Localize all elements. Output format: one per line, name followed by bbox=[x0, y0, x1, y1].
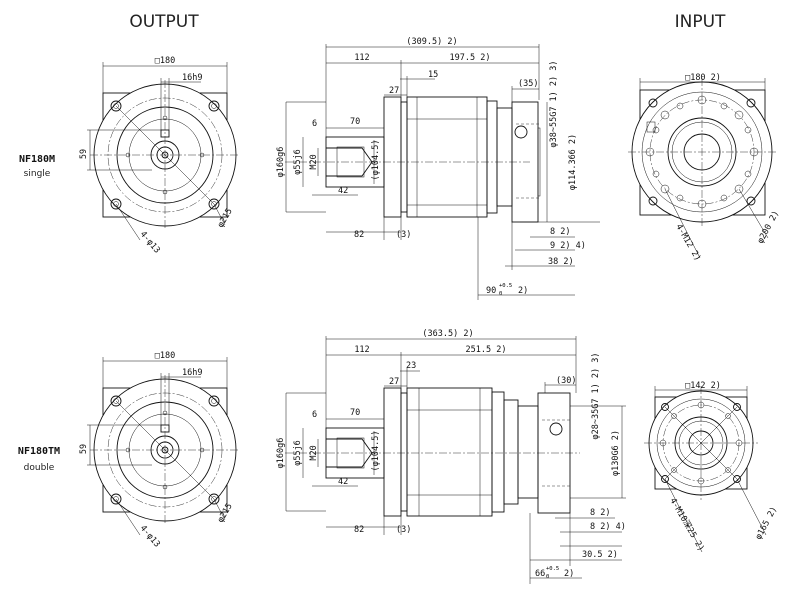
input-square-top: □180 2) bbox=[685, 73, 721, 83]
phi160-bottom: φ160g6 bbox=[276, 438, 286, 469]
phi114-top: φ114.366 2) bbox=[568, 134, 578, 190]
height-dim-top: 59 bbox=[79, 149, 89, 159]
dim-66-tol-bottom: +0.5 bbox=[546, 566, 559, 572]
phi1045-top: (φ104.5) bbox=[371, 140, 381, 181]
output-flange-view-top bbox=[87, 62, 240, 241]
phi160-top: φ160g6 bbox=[276, 147, 286, 178]
model-label-bottom: NF180TM bbox=[18, 446, 60, 457]
dim-27-bottom: 27 bbox=[389, 377, 399, 387]
dim-90-tol-top: +0.5 bbox=[499, 283, 512, 289]
dim-70-bottom: 70 bbox=[350, 408, 360, 418]
dim-23-bottom: 23 bbox=[406, 361, 416, 371]
input-pcd-bottom: φ165 2) bbox=[754, 505, 780, 541]
dim-42-top: 42 bbox=[338, 186, 348, 196]
dim-38-top: 38 2) bbox=[548, 257, 574, 267]
dim-66-bottom: 66 bbox=[535, 569, 545, 579]
height-dim-bottom: 59 bbox=[79, 444, 89, 454]
input-header: INPUT bbox=[675, 12, 726, 32]
dim-6-top: 6 bbox=[312, 119, 317, 129]
dim-90-note-top: 2) bbox=[518, 286, 528, 296]
pcd-dim-bottom: φ215 bbox=[216, 502, 235, 525]
phi55-bottom: φ55j6 bbox=[293, 440, 303, 466]
dim-15-top: 15 bbox=[428, 70, 438, 80]
dim-90-top: 90 bbox=[486, 286, 496, 296]
total-length-bottom: (363.5) 2) bbox=[422, 329, 473, 339]
dim-9-top: 9 2) 4) bbox=[550, 241, 586, 251]
dim-251-bottom: 251.5 2) bbox=[466, 345, 507, 355]
square-dim-top: □180 bbox=[155, 56, 175, 66]
pcd-dim-top: φ215 bbox=[216, 207, 235, 230]
model-label-top: NF180M bbox=[19, 154, 55, 165]
bore-bottom: φ28~35G7 1) 2) 3) bbox=[591, 353, 601, 440]
input-pcd-top: φ200 2) bbox=[756, 209, 782, 245]
input-square-bottom: □142 2) bbox=[685, 381, 721, 391]
holes-dim-bottom: 4-φ13 bbox=[138, 524, 162, 550]
dim-3-top: (3) bbox=[396, 230, 411, 240]
input-flange-view-top bbox=[628, 78, 776, 259]
dim-112-bottom: 112 bbox=[354, 345, 369, 355]
dim-30-bottom: (30) bbox=[556, 376, 576, 386]
dim-66-note-bottom: 2) bbox=[564, 569, 574, 579]
total-length-top: (309.5) 2) bbox=[406, 37, 457, 47]
output-flange-view-bottom bbox=[87, 357, 240, 536]
m20-bottom: M20 bbox=[309, 445, 319, 460]
dim-70-top: 70 bbox=[350, 117, 360, 127]
dim-305-bottom: 30.5 2) bbox=[582, 550, 618, 560]
dim-66-tol0-bottom: 0 bbox=[546, 574, 549, 580]
variant-label-top: single bbox=[24, 169, 51, 179]
dim-197-top: 197.5 2) bbox=[450, 53, 491, 63]
dim-8-top: 8 2) bbox=[550, 227, 570, 237]
dim-3-bottom: (3) bbox=[396, 525, 411, 535]
dim-42-bottom: 42 bbox=[338, 477, 348, 487]
square-dim-bottom: □180 bbox=[155, 351, 175, 361]
input-flange-view-bottom bbox=[644, 386, 767, 553]
dim-90-tol0-top: 0 bbox=[499, 291, 502, 297]
dim-8-bottom: 8 2) bbox=[590, 508, 610, 518]
input-holes-bottom: 4-M10深25 2) bbox=[667, 497, 706, 554]
holes-dim-top: 4-φ13 bbox=[138, 230, 162, 256]
dim-8b-bottom: 8 2) 4) bbox=[590, 522, 626, 532]
bore-top: φ38~55G7 1) 2) 3) bbox=[549, 61, 559, 148]
key-dim-bottom: 16h9 bbox=[182, 368, 202, 378]
m20-top: M20 bbox=[309, 154, 319, 169]
dim-82-top: 82 bbox=[354, 230, 364, 240]
variant-label-bottom: double bbox=[24, 463, 55, 473]
phi55-top: φ55j6 bbox=[293, 149, 303, 175]
dim-82-bottom: 82 bbox=[354, 525, 364, 535]
dim-6-bottom: 6 bbox=[312, 410, 317, 420]
phi1045-bottom: (φ104.5) bbox=[371, 431, 381, 472]
dim-35-top: (35) bbox=[518, 79, 538, 89]
key-dim-top: 16h9 bbox=[182, 73, 202, 83]
input-holes-top: 4-M12 2) bbox=[673, 223, 702, 263]
dim-27-top: 27 bbox=[389, 86, 399, 96]
phi130-bottom: φ130G6 2) bbox=[611, 430, 621, 476]
dim-112-top: 112 bbox=[354, 53, 369, 63]
side-view-bottom bbox=[285, 336, 626, 584]
output-header: OUTPUT bbox=[129, 12, 199, 32]
side-view-top bbox=[285, 44, 600, 300]
